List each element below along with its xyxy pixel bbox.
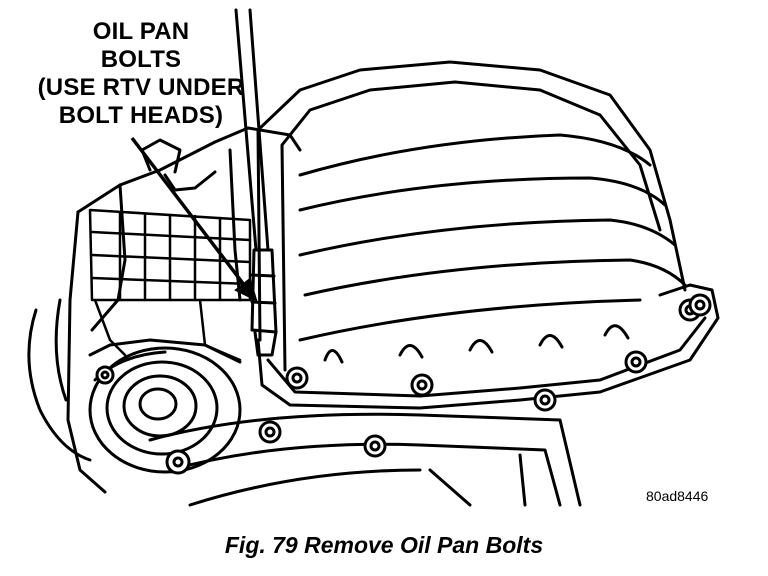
output-bearing — [88, 338, 242, 474]
bolt-icon — [688, 293, 712, 317]
bolt-icon — [533, 388, 557, 412]
bolt-icon — [410, 373, 434, 397]
callout-label: OIL PAN BOLTS (USE RTV UNDER BOLT HEADS) — [10, 18, 272, 130]
callout-line-1: OIL PAN — [92, 18, 190, 45]
oil-pan-bolts — [95, 293, 712, 475]
callout-line-4: BOLT HEADS) — [58, 102, 224, 129]
bolt-icon — [165, 449, 191, 475]
lower-case — [148, 412, 582, 507]
figure-code: 80ad8446 — [646, 488, 709, 504]
figure-caption: Fig. 79 Remove Oil Pan Bolts — [224, 532, 544, 558]
callout-line-3: (USE RTV UNDER — [37, 74, 245, 101]
bolt-icon — [363, 434, 387, 458]
bolt-icon — [258, 420, 282, 444]
bolt-icon — [95, 365, 115, 385]
callout-line-2: BOLTS — [100, 46, 182, 73]
bolt-icon — [624, 350, 648, 374]
leader-arrow — [130, 136, 258, 302]
oil-pan-body — [256, 60, 720, 410]
ribbed-casting — [88, 208, 252, 362]
bolt-icon — [285, 366, 309, 390]
